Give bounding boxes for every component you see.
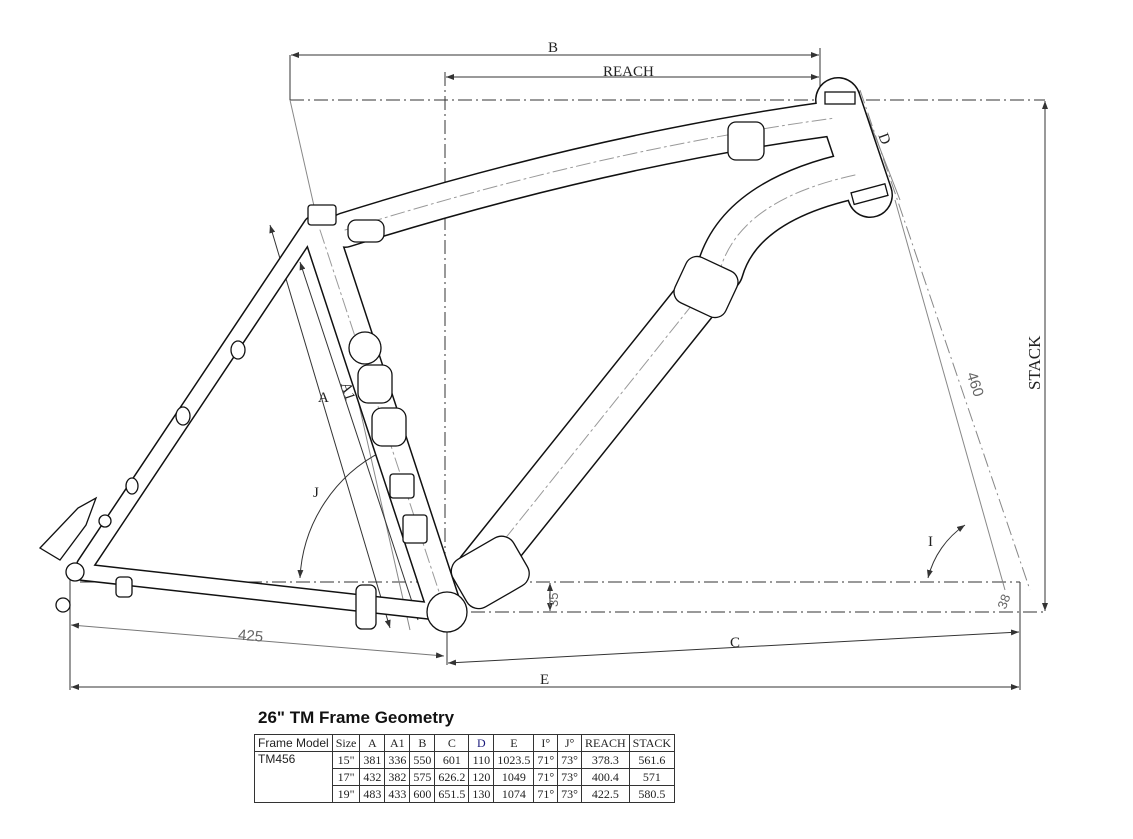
- label-reach: REACH: [603, 64, 654, 80]
- label-bb-drop: 35: [546, 593, 561, 607]
- table-cell: 651.5: [434, 785, 470, 803]
- label-d: D: [875, 131, 894, 147]
- frame-tubes: [73, 77, 893, 628]
- table-cell: 19": [331, 785, 361, 803]
- table-cell: 571: [628, 768, 676, 786]
- label-chainstay: 425: [237, 627, 263, 646]
- tube-fills: [74, 78, 892, 627]
- table-cell: 17": [331, 768, 361, 786]
- frame-details: [38, 91, 889, 633]
- geometry-table: Frame Model Size A A1 B C D E I° J° REAC…: [254, 734, 676, 803]
- table-cell: 400.4: [580, 768, 630, 786]
- header-cell: A1: [384, 734, 411, 752]
- frame-model-cell: TM456: [254, 751, 333, 803]
- header-cell: C: [434, 734, 470, 752]
- table-cell: 422.5: [580, 785, 630, 803]
- label-i: I: [928, 534, 933, 550]
- table-title: 26" TM Frame Geometry: [258, 708, 455, 727]
- label-j: J: [313, 485, 319, 501]
- table-cell: 15": [331, 751, 361, 769]
- table-cell: 71°: [533, 751, 559, 769]
- table-cell: 73°: [557, 785, 582, 803]
- header-cell: A: [359, 734, 386, 752]
- table-cell: 561.6: [628, 751, 676, 769]
- label-fork-length: 460: [963, 370, 987, 399]
- header-cell: D: [468, 734, 495, 752]
- label-a: A: [318, 390, 329, 406]
- header-cell: J°: [557, 734, 582, 752]
- label-stack: STACK: [1025, 335, 1044, 390]
- table-cell: 433: [384, 785, 411, 803]
- table-cell: 378.3: [580, 751, 630, 769]
- table-cell: 336: [384, 751, 411, 769]
- table-cell: 1049: [493, 768, 535, 786]
- label-fork-offset: 38: [994, 592, 1013, 611]
- table-cell: 483: [359, 785, 386, 803]
- table-cell: 580.5: [628, 785, 676, 803]
- table-cell: 381: [359, 751, 386, 769]
- table-cell: 1074: [493, 785, 535, 803]
- header-cell: REACH: [580, 734, 630, 752]
- table-cell: 130: [468, 785, 495, 803]
- label-c: C: [730, 635, 740, 651]
- table-cell: 73°: [557, 751, 582, 769]
- header-cell: STACK: [628, 734, 676, 752]
- table-cell: 600: [409, 785, 436, 803]
- frame-drawing: B REACH D STACK 460 A A1 J I 35 38 425 C…: [38, 40, 1048, 690]
- bottom-bracket: [426, 591, 468, 633]
- label-a1: A1: [337, 380, 358, 402]
- label-e: E: [540, 672, 549, 688]
- header-cell: B: [409, 734, 436, 752]
- header-cell: E: [493, 734, 535, 752]
- table-cell: 432: [359, 768, 386, 786]
- table-cell: 382: [384, 768, 411, 786]
- table-cell: 73°: [557, 768, 582, 786]
- table-cell: 1023.5: [493, 751, 535, 769]
- table-cell: 110: [468, 751, 495, 769]
- table-header-row: Frame Model Size A A1 B C D E I° J° REAC…: [254, 734, 676, 752]
- header-cell: I°: [533, 734, 559, 752]
- table-cell: 120: [468, 768, 495, 786]
- header-cell: Size: [331, 734, 361, 752]
- table-cell: 601: [434, 751, 470, 769]
- table-cell: 575: [409, 768, 436, 786]
- table-cell: 71°: [533, 768, 559, 786]
- table-cell: 626.2: [434, 768, 470, 786]
- table-cell: 71°: [533, 785, 559, 803]
- header-cell: Frame Model: [254, 734, 333, 752]
- label-b: B: [548, 40, 558, 56]
- table-cell: 550: [409, 751, 436, 769]
